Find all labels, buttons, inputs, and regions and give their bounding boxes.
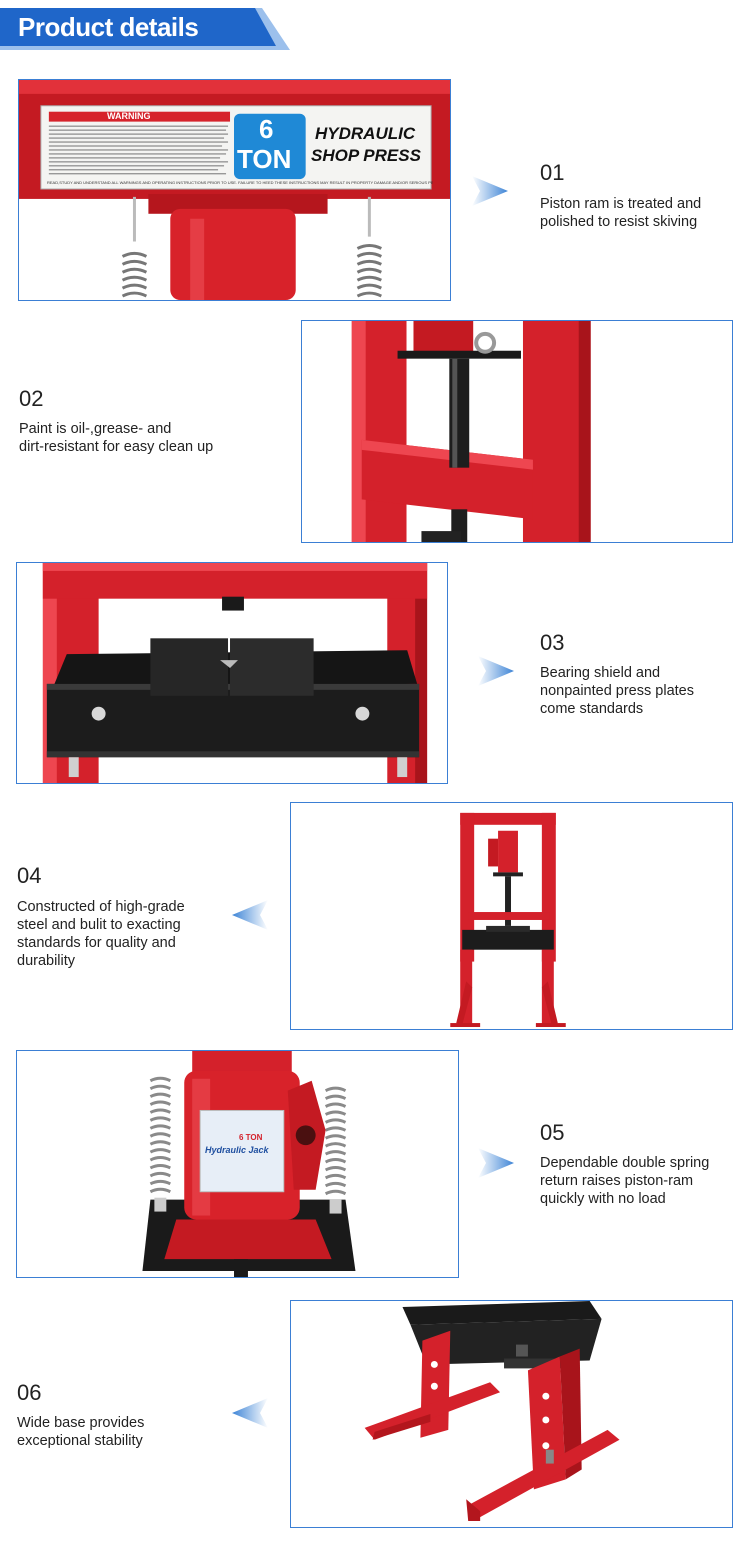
description-line: return raises piston-ram bbox=[540, 1173, 694, 1189]
arrow-right-icon bbox=[478, 656, 514, 686]
photo-warning-label: WARNING 6 TON HYDRAULIC SHOP PRESS READ,… bbox=[18, 79, 451, 301]
banner-shape bbox=[0, 8, 290, 50]
description-line: come standards bbox=[540, 701, 644, 717]
jack-ton-label: 6 TON bbox=[239, 1133, 263, 1142]
photo-frame-paint bbox=[301, 320, 733, 543]
arrow-right-icon bbox=[472, 176, 508, 206]
photo-press-plates bbox=[16, 562, 448, 784]
section-number: 01 bbox=[540, 160, 565, 185]
section-banner: Product details bbox=[0, 8, 290, 50]
description-line: quickly with no load bbox=[540, 1191, 666, 1207]
description-line: exceptional stability bbox=[17, 1433, 143, 1449]
photo-wide-base bbox=[290, 1300, 733, 1528]
section-description: Bearing shield and nonpainted press plat… bbox=[540, 664, 694, 718]
description-line: Dependable double spring bbox=[540, 1155, 710, 1171]
ton-number: 6 bbox=[259, 114, 274, 144]
section-title: Product details bbox=[18, 12, 199, 42]
description-line: Bearing shield and bbox=[540, 665, 661, 681]
section-description: Dependable double spring return raises p… bbox=[540, 1154, 709, 1208]
description-line: durability bbox=[17, 953, 76, 969]
section-description: Wide base provides exceptional stability bbox=[17, 1414, 144, 1450]
section-number: 06 bbox=[17, 1380, 42, 1405]
product-line-2: SHOP PRESS bbox=[311, 146, 421, 165]
description-line: dirt-resistant for easy clean up bbox=[19, 439, 214, 455]
product-line-1: HYDRAULIC bbox=[315, 124, 416, 143]
arrow-left-icon bbox=[232, 900, 268, 930]
description-line: steel and bulit to exacting bbox=[17, 917, 181, 933]
description-line: nonpainted press plates bbox=[540, 683, 694, 699]
section-description: Constructed of high-grade steel and buli… bbox=[17, 898, 185, 970]
photo-full-press bbox=[290, 802, 733, 1030]
section-number: 03 bbox=[540, 630, 565, 655]
warning-footer-text: READ,STUDY AND UNDERSTAND ALL WARNINGS A… bbox=[47, 180, 433, 185]
ton-word: TON bbox=[237, 144, 292, 174]
jack-brand-label: Hydraulic Jack bbox=[205, 1145, 269, 1155]
arrow-left-icon bbox=[232, 1398, 268, 1428]
description-line: polished to resist skiving bbox=[540, 214, 698, 230]
warning-title: WARNING bbox=[107, 111, 151, 121]
section-number: 04 bbox=[17, 863, 42, 888]
section-number: 02 bbox=[19, 386, 44, 411]
arrow-right-icon bbox=[478, 1148, 514, 1178]
description-line: Paint is oil-,grease- and bbox=[19, 421, 172, 437]
description-line: standards for quality and bbox=[17, 935, 176, 951]
section-description: Piston ram is treated and polished to re… bbox=[540, 195, 701, 231]
description-line: Constructed of high-grade bbox=[17, 899, 185, 915]
photo-bottle-jack: 6 TON Hydraulic Jack bbox=[16, 1050, 459, 1278]
description-line: Wide base provides bbox=[17, 1415, 145, 1431]
description-line: Piston ram is treated and bbox=[540, 196, 702, 212]
section-description: Paint is oil-,grease- and dirt-resistant… bbox=[19, 420, 213, 456]
section-number: 05 bbox=[540, 1120, 565, 1145]
